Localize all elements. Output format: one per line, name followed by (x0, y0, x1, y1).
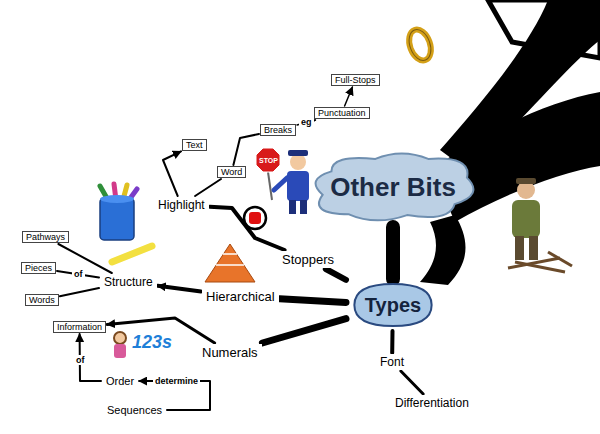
gold-ring-edge (405, 27, 435, 64)
branch-word: Numerals (198, 344, 262, 361)
gold-ring (405, 27, 435, 64)
branch-connector (163, 151, 181, 196)
node-text: Structure (104, 275, 153, 289)
edge-label: eg (299, 117, 314, 127)
node-text: Full-Stops (335, 75, 376, 85)
man-leg (515, 236, 524, 260)
man-hat (516, 178, 536, 184)
pen-cup-rim (100, 195, 134, 203)
node-text: Punctuation (318, 108, 366, 118)
sign-pole (268, 172, 272, 200)
node-text: Sequences (107, 404, 162, 416)
stick (548, 252, 572, 266)
branch-connector (280, 299, 346, 303)
edge-label: of (72, 269, 85, 279)
pyramid-tier (223, 253, 237, 255)
edge-label: determine (153, 376, 200, 386)
branch-connector (326, 269, 346, 280)
leaf-box: Breaks (260, 124, 296, 136)
leaf-box: Punctuation (314, 107, 370, 119)
node-text: Highlight (158, 198, 205, 212)
branch-connector (158, 286, 201, 292)
man-body (512, 200, 540, 238)
leaf-box: Information (53, 321, 106, 333)
cloud-node: Other Bits (305, 148, 481, 226)
node-text: Word (221, 167, 242, 177)
node-text: Information (57, 322, 102, 332)
branch-word: Sequences (103, 403, 166, 417)
edge-label: of (74, 355, 87, 365)
branch-word: Structure (100, 274, 157, 290)
branch-connector (233, 134, 259, 165)
node-text: Text (186, 140, 203, 150)
numbers-icon-text: 123s (132, 332, 172, 353)
branch-word: Hierarchical (202, 288, 279, 305)
highlighter (112, 246, 152, 262)
branch-connector (195, 179, 221, 196)
pen-cup (100, 198, 134, 240)
node-text: Order (106, 375, 134, 387)
police-leg (289, 200, 296, 214)
branch-connector (60, 288, 99, 296)
stop-sign-text: STOP (259, 157, 278, 164)
branch-connector (390, 331, 394, 353)
pyramid-tier (216, 264, 244, 266)
police-body (287, 171, 309, 201)
girl-head (114, 332, 126, 344)
girl-body (114, 344, 126, 358)
stop-sign (256, 148, 280, 172)
node-text: Words (29, 295, 55, 305)
stop-icon-square (249, 212, 261, 224)
leaf-box: Word (217, 166, 246, 178)
stick (515, 262, 565, 272)
branch-connector (210, 207, 285, 250)
branch-word: Order (102, 374, 138, 388)
police-leg (300, 200, 307, 214)
node-text: Pieces (25, 263, 52, 273)
figure-leg (420, 215, 465, 285)
man-leg (529, 236, 538, 260)
leaf-box: Full-Stops (331, 74, 380, 86)
node-text: Pathways (26, 232, 65, 242)
branch-word: Differentiation (391, 395, 473, 411)
node-text: Hierarchical (206, 289, 275, 304)
leaf-box: Words (25, 294, 59, 306)
cloud-node: Types (347, 280, 439, 330)
branch-connector (401, 371, 423, 394)
node-text: Numerals (202, 345, 258, 360)
police-hat (288, 150, 308, 156)
branch-connector (386, 227, 400, 279)
branch-connector (58, 244, 111, 273)
police-head (290, 154, 306, 170)
branch-word: Stoppers (278, 251, 338, 268)
branch-connector (345, 87, 353, 106)
police-arm (274, 178, 287, 190)
leaf-box: Pieces (21, 262, 56, 274)
pyramid (205, 244, 255, 282)
node-text: Font (380, 355, 404, 369)
branch-word: Highlight (154, 197, 209, 213)
node-text: Other Bits (330, 172, 456, 203)
node-text: Types (365, 294, 421, 317)
leaf-box: Text (182, 139, 207, 151)
branch-connector (262, 319, 346, 343)
node-text: Differentiation (395, 396, 469, 410)
leaf-box: Pathways (22, 231, 69, 243)
node-text: Breaks (264, 125, 292, 135)
node-text: Stoppers (282, 252, 334, 267)
branch-word: Font (376, 354, 408, 370)
